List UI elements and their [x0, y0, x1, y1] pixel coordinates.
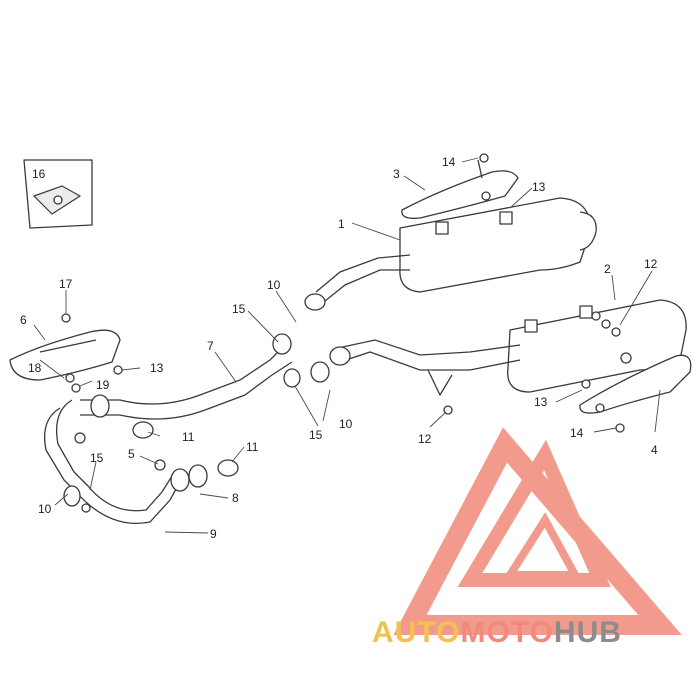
header-pipes: [43, 333, 330, 525]
callout-12-right: 12: [644, 257, 658, 271]
callout-5: 5: [128, 447, 135, 461]
callout-4: 4: [651, 443, 658, 457]
fasteners: [65, 311, 625, 513]
callout-15-middle: 15: [309, 428, 323, 442]
callout-9: 9: [210, 527, 217, 541]
watermark-hub: HUB: [553, 616, 622, 649]
watermark-moto: MOTO: [460, 616, 554, 649]
watermark-auto: AUTO: [372, 616, 461, 649]
callout-11-right: 11: [246, 440, 259, 454]
lower-heat-shield: [579, 352, 692, 414]
callout-6: 6: [20, 313, 27, 327]
callout-17: 17: [59, 277, 73, 291]
callout-15-lower: 15: [90, 451, 104, 465]
callout-14-lower: 14: [570, 426, 584, 440]
callout-numbers: 1 2 3 4 5 6 7 8 9 10 10 10 11 11 12 12 1…: [20, 155, 658, 541]
callout-10-lower: 10: [38, 502, 52, 516]
watermark-logo: [393, 427, 682, 635]
callout-10-middle: 10: [339, 417, 353, 431]
upper-heat-shield: [401, 153, 519, 219]
callout-2: 2: [604, 262, 611, 276]
callout-10-upper: 10: [267, 278, 281, 292]
callout-7: 7: [207, 339, 214, 353]
callout-18: 18: [28, 361, 42, 375]
leader-lines: [33, 157, 661, 534]
callout-1: 1: [338, 217, 345, 231]
callout-14-upper: 14: [442, 155, 456, 169]
callout-3: 3: [393, 167, 400, 181]
callout-19: 19: [96, 378, 110, 392]
callout-16: 16: [32, 167, 46, 181]
upper-muffler: [304, 197, 597, 311]
callout-8: 8: [232, 491, 239, 505]
callout-13-upper: 13: [532, 180, 546, 194]
inset-box-16: [23, 159, 93, 229]
callout-11-left: 11: [182, 430, 195, 444]
watermark-text: AUTOMOTOHUB: [372, 616, 622, 650]
callout-13-lower: 13: [534, 395, 548, 409]
callout-12-bottom: 12: [418, 432, 432, 446]
callout-13-left: 13: [150, 361, 164, 375]
callout-15-upper: 15: [232, 302, 246, 316]
